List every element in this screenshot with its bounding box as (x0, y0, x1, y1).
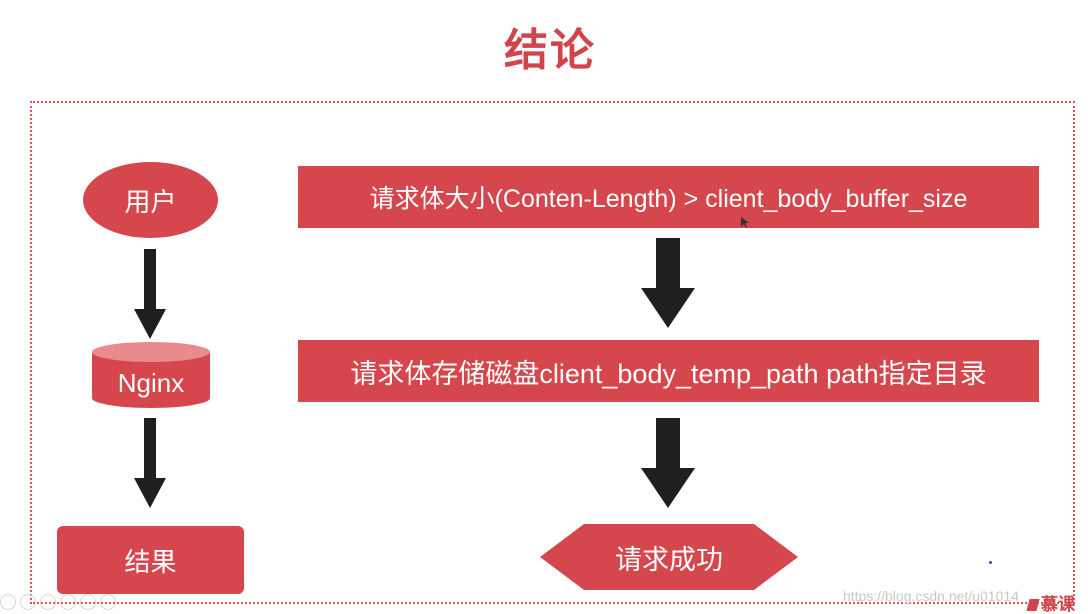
stray-dot (989, 561, 992, 564)
user-label: 用户 (124, 187, 177, 218)
nginx-label: Nginx (117, 367, 185, 398)
user-node: 用户 (83, 162, 218, 238)
down-arrow-icon (641, 418, 695, 508)
nginx-node: Nginx (92, 342, 210, 408)
dotted-frame (30, 101, 1075, 604)
player-controls[interactable] (0, 594, 116, 614)
brand-mark-icon (1026, 599, 1040, 611)
menu-control-icon[interactable] (80, 594, 96, 610)
outcome-node: 请求成功 (540, 524, 798, 590)
action-label: 请求体存储磁盘client_body_temp_path path指定目录 (350, 358, 987, 389)
page-title: 结论 (504, 25, 596, 76)
brand-logo: 慕课 (1026, 590, 1075, 614)
brand-label: 慕课 (1041, 595, 1075, 614)
zoom-control-icon[interactable] (60, 594, 76, 610)
edit-control-icon[interactable] (40, 594, 56, 610)
down-arrow-icon (134, 418, 166, 508)
action-box: 请求体存储磁盘client_body_temp_path path指定目录 (298, 340, 1039, 402)
prev-control-icon[interactable] (0, 594, 16, 610)
watermark-url: https://blog.csdn.net/u01014 (843, 588, 1019, 604)
down-arrow-icon (641, 238, 695, 328)
condition-box: 请求体大小(Conten-Length) > client_body_buffe… (298, 166, 1039, 228)
play-control-icon[interactable] (20, 594, 36, 610)
outcome-label: 请求成功 (615, 544, 723, 576)
down-arrow-icon (134, 249, 166, 339)
more-control-icon[interactable] (100, 594, 116, 610)
cursor-icon (741, 217, 749, 228)
result-label: 结果 (124, 547, 177, 578)
database-icon (92, 342, 210, 408)
condition-label: 请求体大小(Conten-Length) > client_body_buffe… (369, 185, 968, 213)
result-node: 结果 (57, 526, 244, 594)
